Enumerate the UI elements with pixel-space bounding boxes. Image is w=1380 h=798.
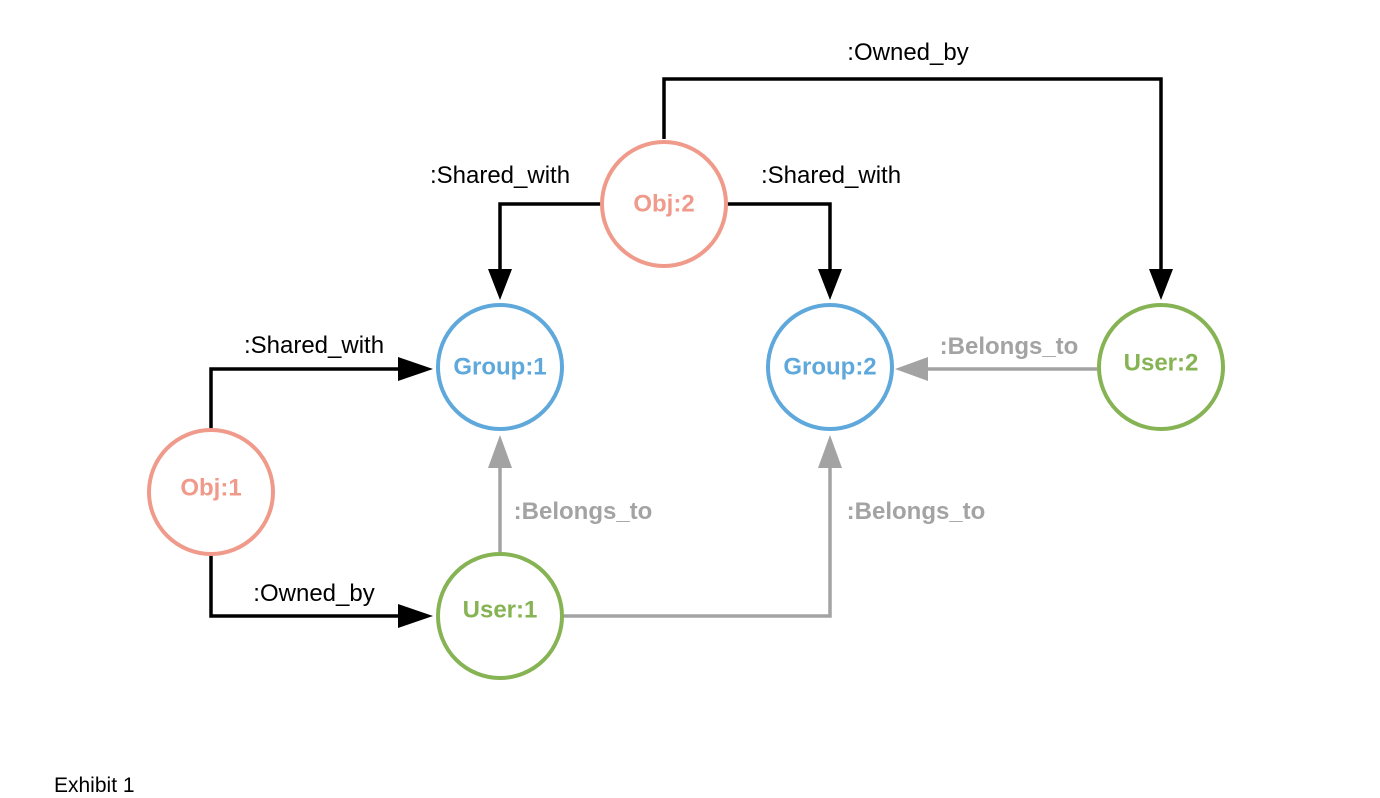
node-label: Group:1 <box>453 353 546 380</box>
arrowhead <box>895 357 928 381</box>
edge-label-belongs-to: :Belongs_to <box>940 333 1079 360</box>
edge-line <box>727 202 832 277</box>
exhibit-caption: Exhibit 1 <box>54 774 135 797</box>
node-label: Group:2 <box>783 353 876 380</box>
node-label: User:1 <box>463 596 538 623</box>
edge-obj2-shared-with-group2 <box>727 202 842 300</box>
edge-label-belongs-to: :Belongs_to <box>514 498 653 525</box>
edge-obj2-owned-by-user2 <box>662 77 1173 300</box>
edge-label-shared-with: :Shared_with <box>430 162 570 189</box>
edge-user1-belongs-to-group1 <box>488 435 512 553</box>
arrowhead <box>398 604 433 628</box>
node-group-1: Group:1 <box>436 303 564 431</box>
arrowhead <box>398 357 433 381</box>
edge-label-belongs-to: :Belongs_to <box>847 498 986 525</box>
arrowhead <box>818 435 842 468</box>
edge-line <box>498 202 601 277</box>
relationship-diagram: Obj:2 Group:1 Group:2 User:2 Obj:1 User:… <box>147 39 1225 680</box>
node-circle <box>600 140 728 268</box>
node-circle <box>1097 303 1225 431</box>
node-group-2: Group:2 <box>766 303 894 431</box>
arrowhead <box>488 435 512 468</box>
node-obj-2: Obj:2 <box>600 140 728 268</box>
edge-user1-belongs-to-group2 <box>563 435 842 618</box>
edge-line <box>209 367 405 430</box>
node-label: Obj:2 <box>633 190 694 217</box>
edge-line <box>662 77 1163 277</box>
node-user-2: User:2 <box>1097 303 1225 431</box>
node-circle <box>436 552 564 680</box>
node-circle <box>436 303 564 431</box>
arrowhead <box>818 269 842 300</box>
node-user-1: User:1 <box>436 552 564 680</box>
node-circle <box>766 303 894 431</box>
node-label: Obj:1 <box>180 474 241 501</box>
edge-user2-belongs-to-group2 <box>895 357 1097 381</box>
edge-line <box>209 555 405 618</box>
node-circle <box>147 428 275 556</box>
node-label: User:2 <box>1124 349 1199 376</box>
edge-label-owned-by: :Owned_by <box>253 580 374 607</box>
node-obj-1: Obj:1 <box>147 428 275 556</box>
edge-label-shared-with: :Shared_with <box>761 162 901 189</box>
edge-label-shared-with: :Shared_with <box>244 332 384 359</box>
edge-obj2-shared-with-group1 <box>488 202 601 300</box>
edge-obj1-owned-by-user1 <box>209 555 433 628</box>
arrowhead <box>488 269 512 300</box>
edge-line <box>563 460 832 618</box>
arrowhead <box>1149 269 1173 300</box>
edge-obj1-shared-with-group1 <box>209 357 433 430</box>
edge-label-owned-by: :Owned_by <box>847 39 968 66</box>
